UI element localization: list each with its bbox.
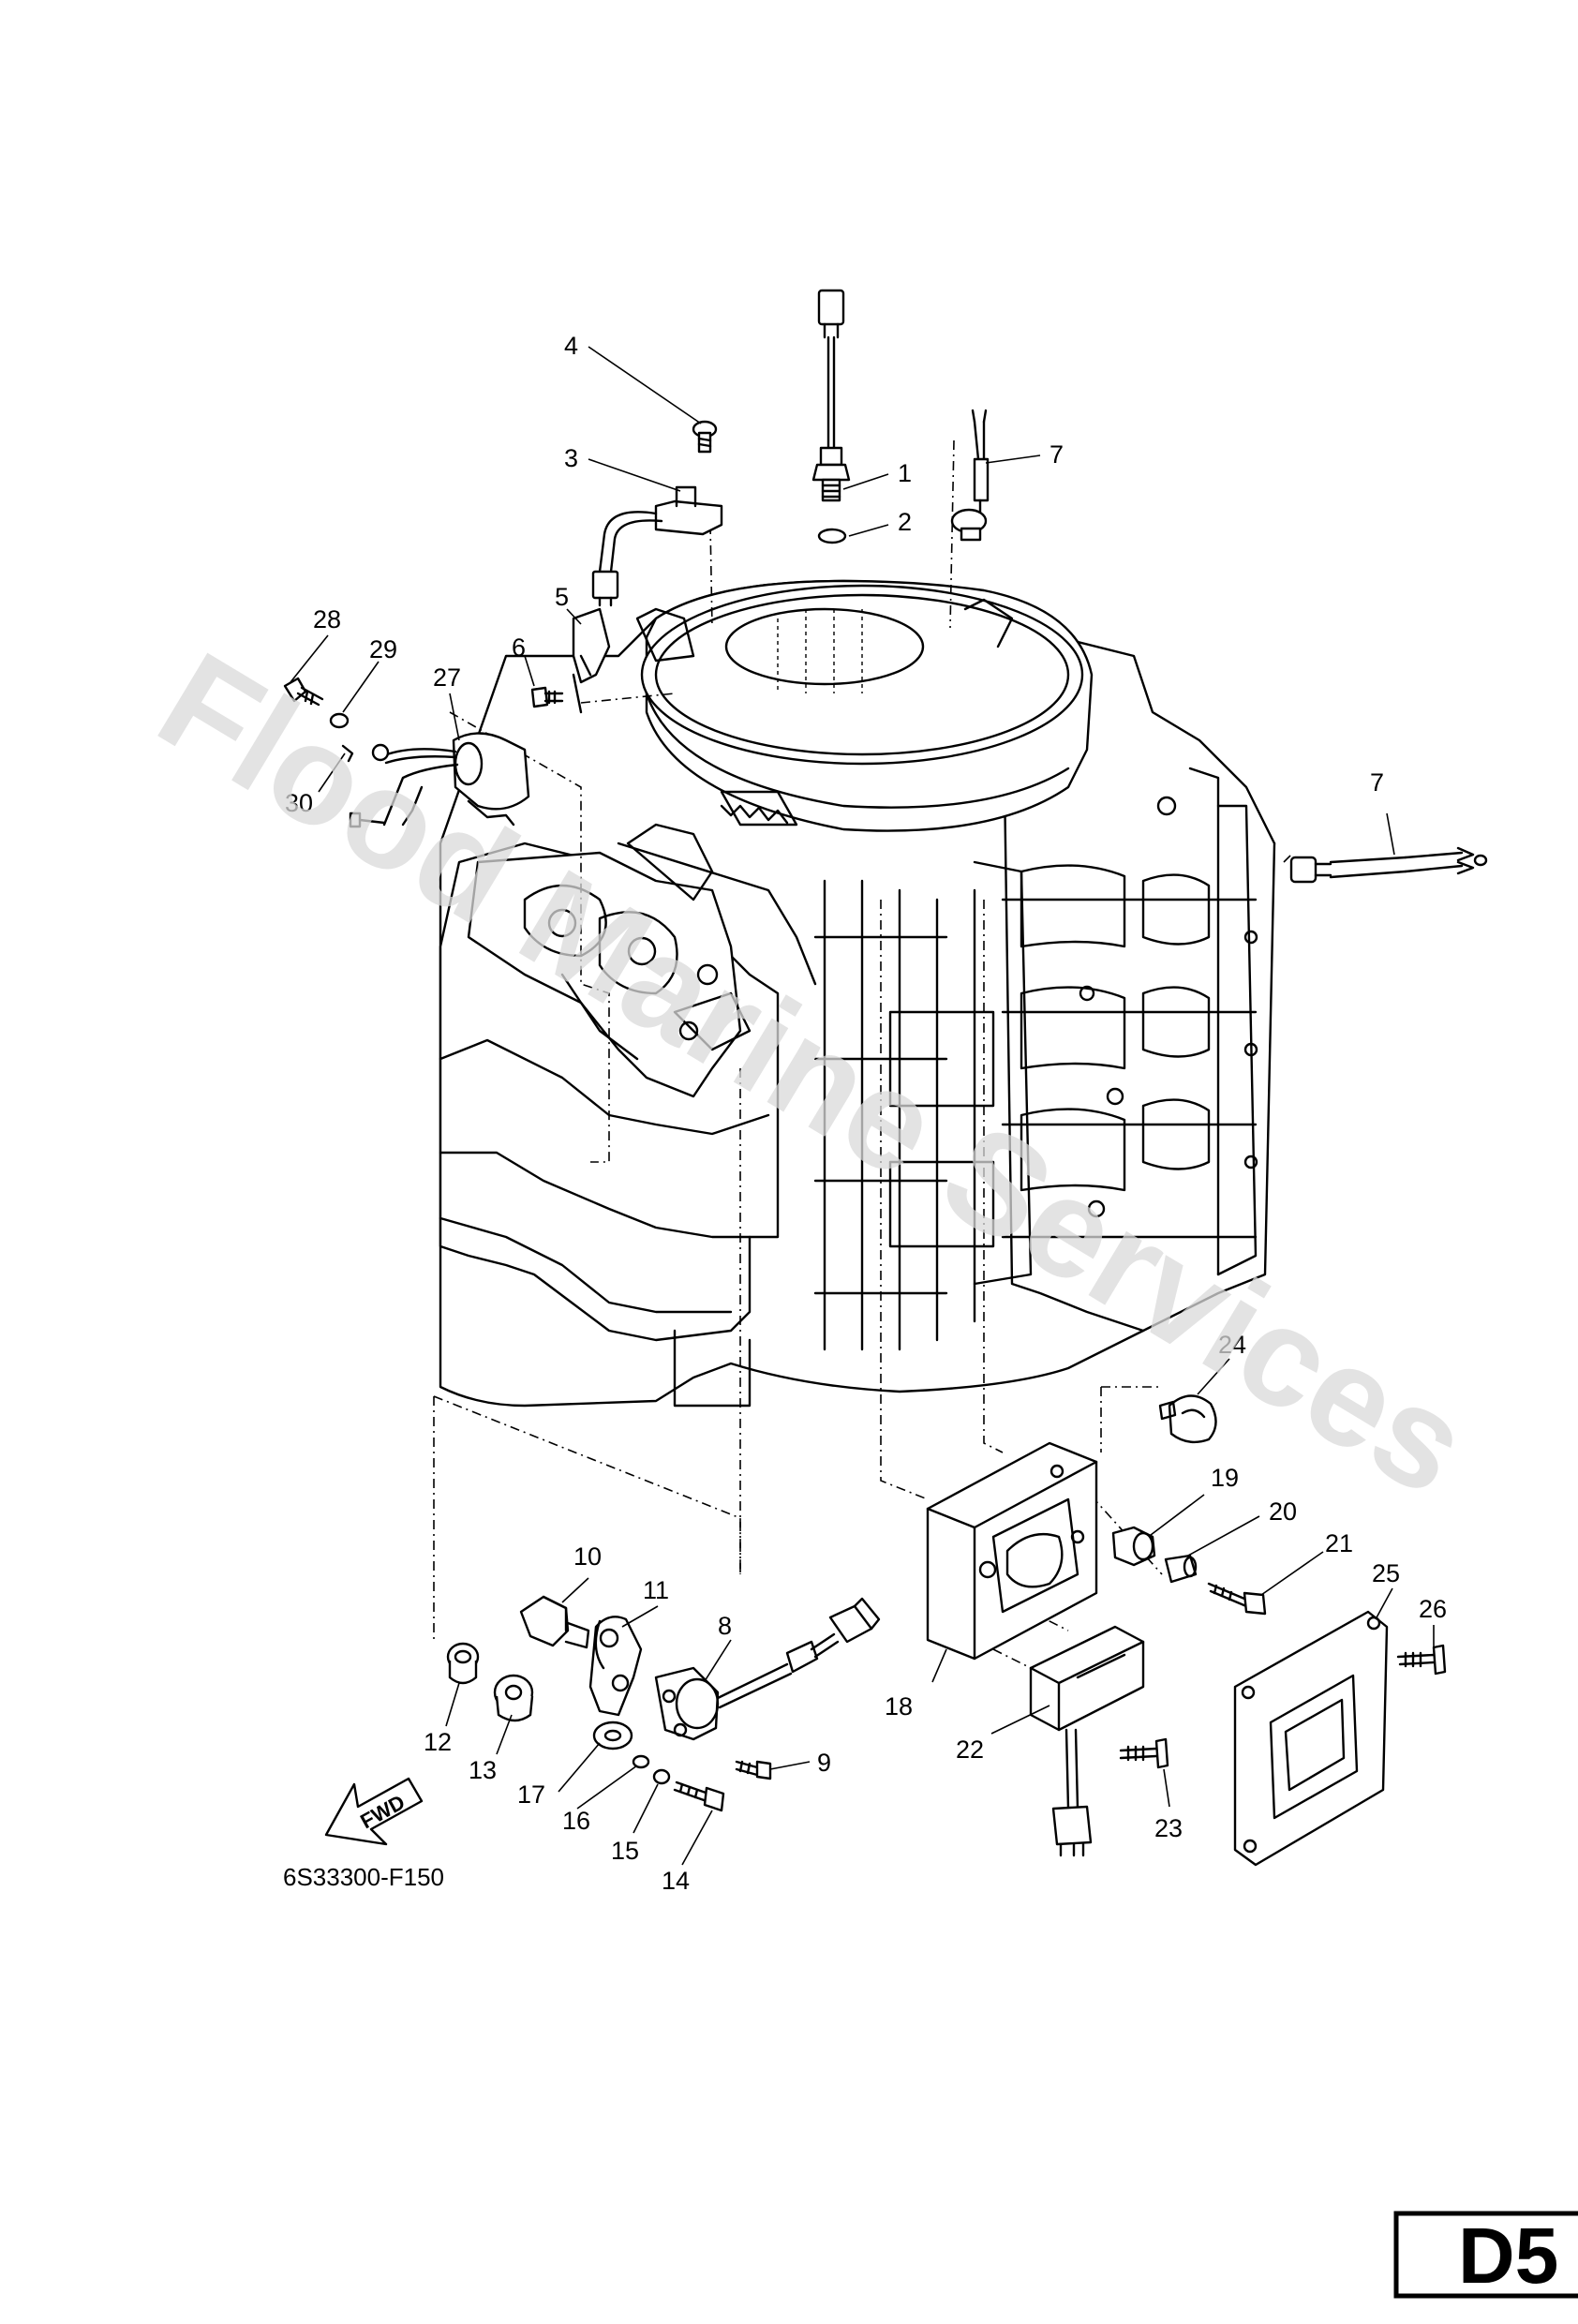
part-13-grommet (493, 1674, 534, 1722)
callout-1: 1 (898, 459, 912, 487)
callout-10: 10 (573, 1542, 602, 1571)
callout-19: 19 (1211, 1464, 1239, 1492)
diagram-code: 6S33300-F150 (283, 1863, 444, 1891)
callout-4: 4 (564, 332, 578, 360)
page-id-box: D5 (1393, 2211, 1578, 2300)
callout-20: 20 (1269, 1497, 1297, 1526)
part-3-harness-bracket (591, 485, 723, 607)
leader-lines (290, 346, 1435, 1866)
part-30-clip (341, 743, 390, 763)
part-5-clip (572, 607, 611, 714)
part-25-gasket (1233, 1610, 1389, 1867)
callout-13: 13 (469, 1756, 497, 1784)
part-24-clamp (1158, 1394, 1217, 1444)
part-20-collar (1164, 1554, 1198, 1584)
part-18-bracket (926, 1441, 1098, 1661)
part-7-thermoswitch-upper (950, 409, 990, 542)
page-id: D5 (1458, 2212, 1558, 2300)
callout-3: 3 (564, 444, 578, 472)
part-9-screw (735, 1760, 772, 1780)
part-11-bracket (588, 1616, 643, 1717)
callout-7-right: 7 (1370, 768, 1384, 797)
callout-9: 9 (817, 1749, 831, 1777)
part-29-washer (329, 712, 350, 729)
callout-7-upper: 7 (1050, 440, 1064, 469)
callout-11: 11 (643, 1576, 669, 1604)
part-19-grommet (1111, 1526, 1156, 1567)
part-6-bolt (530, 686, 564, 708)
part-26-screw (1396, 1644, 1447, 1676)
part-23-screw (1119, 1737, 1169, 1769)
part-4-screw (692, 420, 718, 454)
callout-18: 18 (885, 1692, 913, 1721)
callout-17: 17 (517, 1780, 545, 1809)
part-27-relay (349, 732, 530, 828)
fwd-arrow: FWD (324, 1777, 424, 1846)
callout-21: 21 (1325, 1529, 1353, 1557)
callout-5: 5 (555, 583, 569, 611)
part-12-collar (446, 1642, 480, 1685)
part-10-holder (519, 1595, 590, 1649)
part-1-sensor (811, 289, 851, 502)
callout-14: 14 (662, 1867, 690, 1895)
callout-6: 6 (512, 633, 526, 662)
part-7-thermoswitch-right (1289, 846, 1488, 884)
callout-26: 26 (1419, 1595, 1447, 1623)
callout-12: 12 (424, 1728, 452, 1756)
flywheel-cover (635, 579, 1094, 832)
part-21-bolt (1207, 1582, 1267, 1616)
callout-23: 23 (1154, 1814, 1183, 1842)
callout-29: 29 (369, 635, 397, 663)
part-15-spring-washer (652, 1768, 671, 1785)
callout-22: 22 (956, 1736, 984, 1764)
callout-16: 16 (562, 1807, 590, 1835)
part-8-sensor (654, 1597, 881, 1741)
callout-27: 27 (433, 663, 461, 692)
callout-28: 28 (313, 605, 341, 633)
callout-2: 2 (898, 508, 912, 536)
callout-24: 24 (1218, 1331, 1246, 1359)
callout-25: 25 (1372, 1559, 1400, 1587)
part-2-washer (817, 528, 847, 544)
callout-8: 8 (718, 1612, 732, 1640)
part-callouts: 1 2 3 4 5 6 7 7 8 9 10 11 12 13 14 15 16… (285, 332, 1447, 1895)
part-17-washer (592, 1721, 633, 1750)
part-14-bolt (673, 1780, 725, 1812)
callout-15: 15 (611, 1837, 639, 1865)
part-28-bolt (283, 677, 324, 707)
callout-30: 30 (285, 789, 313, 817)
part-16-washer (632, 1754, 650, 1769)
part-22-module (1029, 1625, 1145, 1857)
